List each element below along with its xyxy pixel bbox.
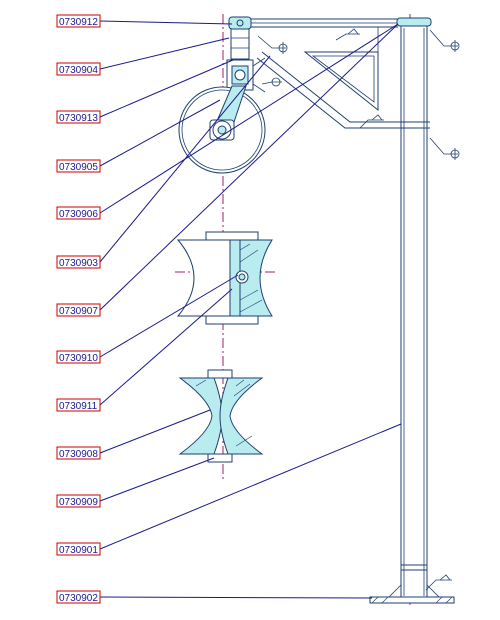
part-label: 0730909 [56,494,101,508]
roller-middle [176,231,273,325]
part-label: 0730905 [56,159,101,173]
part-label: 0730910 [56,350,101,364]
part-label: 0730911 [56,398,101,412]
brace [256,27,398,129]
roller-lower [178,369,264,463]
part-label-text: 0730908 [59,449,98,460]
part-label: 0730903 [56,255,101,269]
top-hub [228,16,252,60]
bracket [226,57,266,93]
part-label-text: 0730911 [59,401,98,412]
part-label: 0730908 [56,446,101,460]
part-label: 0730904 [56,62,101,76]
weld-symbols [257,28,460,591]
part-label-text: 0730905 [59,162,98,173]
pulley [178,85,266,174]
base-plate [369,596,455,604]
part-label-text: 0730902 [59,593,98,604]
top-arm [236,18,398,28]
part-label: 0730906 [56,206,101,220]
part-label-text: 0730906 [59,209,98,220]
part-label-text: 0730912 [59,17,98,28]
part-label-text: 0730903 [59,258,98,269]
part-label-text: 0730901 [59,545,98,556]
part-label-text: 0730907 [59,306,98,317]
part-label-text: 0730904 [59,65,98,76]
part-label-text: 0730913 [59,113,98,124]
part-label: 0730902 [56,590,101,604]
part-label-text: 0730910 [59,353,98,364]
part-label: 0730901 [56,542,101,556]
part-labels: 0730912 0730904 0730913 0730905 0730906 … [56,14,101,604]
part-label: 0730913 [56,110,101,124]
part-label: 0730907 [56,303,101,317]
leader-lines [99,20,402,599]
part-label: 0730912 [56,14,101,28]
part-label-text: 0730909 [59,497,98,508]
column [387,17,441,599]
